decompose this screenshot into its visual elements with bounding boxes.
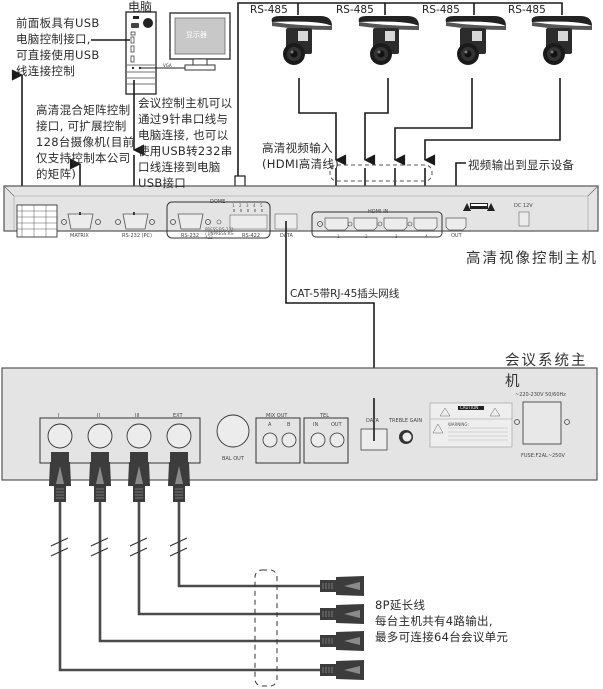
channel-label-1: I [58, 413, 60, 419]
warning-label [429, 402, 513, 448]
spec-table [16, 204, 58, 238]
dip-5: 5 [260, 203, 263, 208]
caution-label [463, 203, 495, 211]
conference-data-label: DATA [366, 418, 379, 424]
video-host-title: 高清视像控制主机 [466, 251, 598, 267]
channel-label-2: II [97, 413, 100, 419]
mix-a-label: A [268, 422, 272, 428]
tel-in-label: IN [313, 422, 319, 428]
matrix-label: MATRIX [70, 233, 89, 239]
camera-4 [531, 16, 592, 65]
rs422-label: RS-422 [242, 233, 260, 239]
voltage-label: ~220-230V 50/60Hz [515, 392, 566, 398]
plug-3 [127, 451, 151, 503]
rs232-pc-label: RS-232 (PC) [122, 233, 152, 239]
cat5-cable-note: CAT-5带RJ-45插头网线 [290, 288, 400, 300]
cat5-cable [285, 221, 375, 398]
monitor [169, 12, 231, 71]
treble-gain-label: TREBLE GAIN [389, 418, 423, 424]
warning-text: WARNING: [448, 422, 469, 427]
plug-2 [88, 451, 112, 503]
dc-power-port[interactable] [518, 211, 530, 227]
rs-switch-label: PRESS:RS-232 / UNPRESS:RS-422 [205, 227, 235, 240]
monitor-label: 显示器 [186, 31, 207, 39]
tel-out-label: OUT [331, 422, 342, 428]
tel-group [303, 417, 349, 464]
ext-plug-4 [319, 659, 365, 681]
tel-label: TEL [320, 413, 329, 419]
computer-tower [125, 11, 157, 95]
video-host-panel [3, 185, 599, 232]
rs232-pc-port[interactable] [115, 213, 155, 230]
extension-cables [58, 502, 320, 672]
dip-4: 4 [253, 203, 256, 208]
matrix-port[interactable] [61, 213, 101, 230]
hdmi-num-3: 3 [395, 234, 398, 239]
vga-label: VGA [163, 63, 172, 68]
usb-front-note: 前面板具有USB 电脑控制接口, 可直接使用USB 线连接控制 [16, 16, 100, 78]
fuse-label: FUSE:F2AL~250V [521, 453, 565, 459]
treble-gain-knob[interactable] [399, 430, 413, 444]
hdmi-num-4: 4 [425, 234, 428, 239]
hdmi-in-group [311, 211, 443, 238]
bal-out-port[interactable] [216, 414, 250, 448]
extension-cable-note: 8P延长线 每台主机共有4路输出, 最多可连接64台会议单元 [375, 598, 509, 644]
video-host-data-label: DATA [280, 233, 293, 239]
bal-out-label: BAL OUT [222, 456, 244, 462]
computer-label: 电脑 [128, 0, 153, 14]
break-marks [50, 537, 188, 557]
rs485-label-1: RS-485 [250, 4, 288, 16]
serial-port-note: 会议控制主机可以 通过9针串口线与 电脑连接, 也可以 使用USB转232串 口… [138, 96, 233, 190]
hdmi-out-label: OUT [451, 233, 462, 239]
plug-4 [167, 451, 191, 503]
power-socket[interactable] [514, 401, 570, 445]
hdmi-num-1: 1 [337, 234, 340, 239]
caution-text: CAUTION [460, 405, 479, 410]
matrix-port-note: 高清混合矩阵控制 接口, 可扩展控制 128台摄像机(目前 仅支持控制本公司 的… [36, 103, 135, 181]
hdmi-in-label: HDMI-IN [368, 209, 389, 215]
dip-3: 3 [246, 203, 249, 208]
dome-label: DOME [210, 199, 226, 205]
mix-out-label: MIX OUT [266, 413, 288, 419]
camera-2 [358, 16, 419, 65]
rs485-label-4: RS-485 [508, 4, 546, 16]
plug-1 [48, 451, 72, 503]
conference-host-title: 会议系统主机 [505, 353, 588, 390]
hdmi-bundle-marker [329, 164, 433, 182]
camera-3 [445, 16, 506, 65]
cable-bundle-marker [254, 569, 278, 687]
rs485-terminal [234, 175, 246, 187]
camera-1 [271, 16, 332, 65]
video-output-note: 视频输出到显示设备 [468, 158, 575, 172]
hdmi-out-port[interactable] [445, 217, 467, 231]
dip-1: 1 [232, 203, 235, 208]
channel-label-ext: EXT [173, 413, 183, 419]
ext-plug-2 [319, 603, 365, 625]
rs232-label: RS-232 [181, 233, 199, 239]
ext-plug-1 [319, 575, 365, 597]
dip-2: 2 [239, 203, 242, 208]
mix-b-label: B [287, 422, 291, 428]
rs485-label-3: RS-485 [422, 4, 460, 16]
rs485-label-2: RS-485 [336, 4, 374, 16]
audio-channel-group [39, 417, 201, 464]
dc-label: DC 12V [514, 203, 533, 209]
dome-group [166, 201, 271, 239]
hdmi-input-note: 高清视频输入 (HDMI高清线) [262, 141, 339, 171]
channel-label-3: III [135, 413, 140, 419]
ext-plug-3 [319, 630, 365, 652]
mix-out-group [255, 417, 301, 464]
hdmi-num-2: 2 [365, 234, 368, 239]
